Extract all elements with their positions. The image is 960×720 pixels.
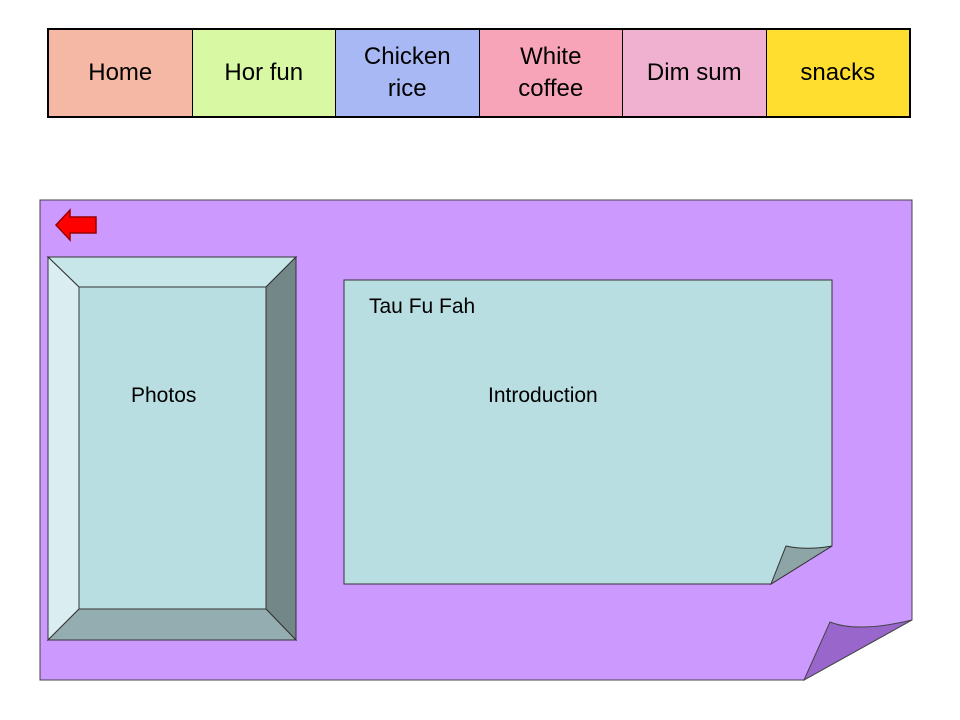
photos-label: Photos bbox=[131, 384, 197, 407]
page-curl bbox=[802, 619, 913, 682]
left-arrow-icon[interactable] bbox=[54, 208, 98, 242]
intro-note bbox=[343, 279, 833, 585]
intro-note-curl bbox=[769, 545, 833, 586]
nav-tab-snacks[interactable]: snacks bbox=[766, 30, 909, 116]
nav-tab-home[interactable]: Home bbox=[49, 30, 193, 116]
nav-tab-chicken-rice[interactable]: Chicken rice bbox=[336, 30, 480, 116]
nav-tab-white-coffee[interactable]: White coffee bbox=[479, 30, 623, 116]
page-title: Tau Fu Fah bbox=[369, 295, 476, 318]
top-nav-bar: Home Hor fun Chicken rice White coffee D… bbox=[47, 28, 911, 118]
nav-tab-dim-sum[interactable]: Dim sum bbox=[623, 30, 767, 116]
introduction-label: Introduction bbox=[488, 384, 598, 407]
nav-tab-hor-fun[interactable]: Hor fun bbox=[192, 30, 336, 116]
photos-frame bbox=[46, 255, 298, 642]
